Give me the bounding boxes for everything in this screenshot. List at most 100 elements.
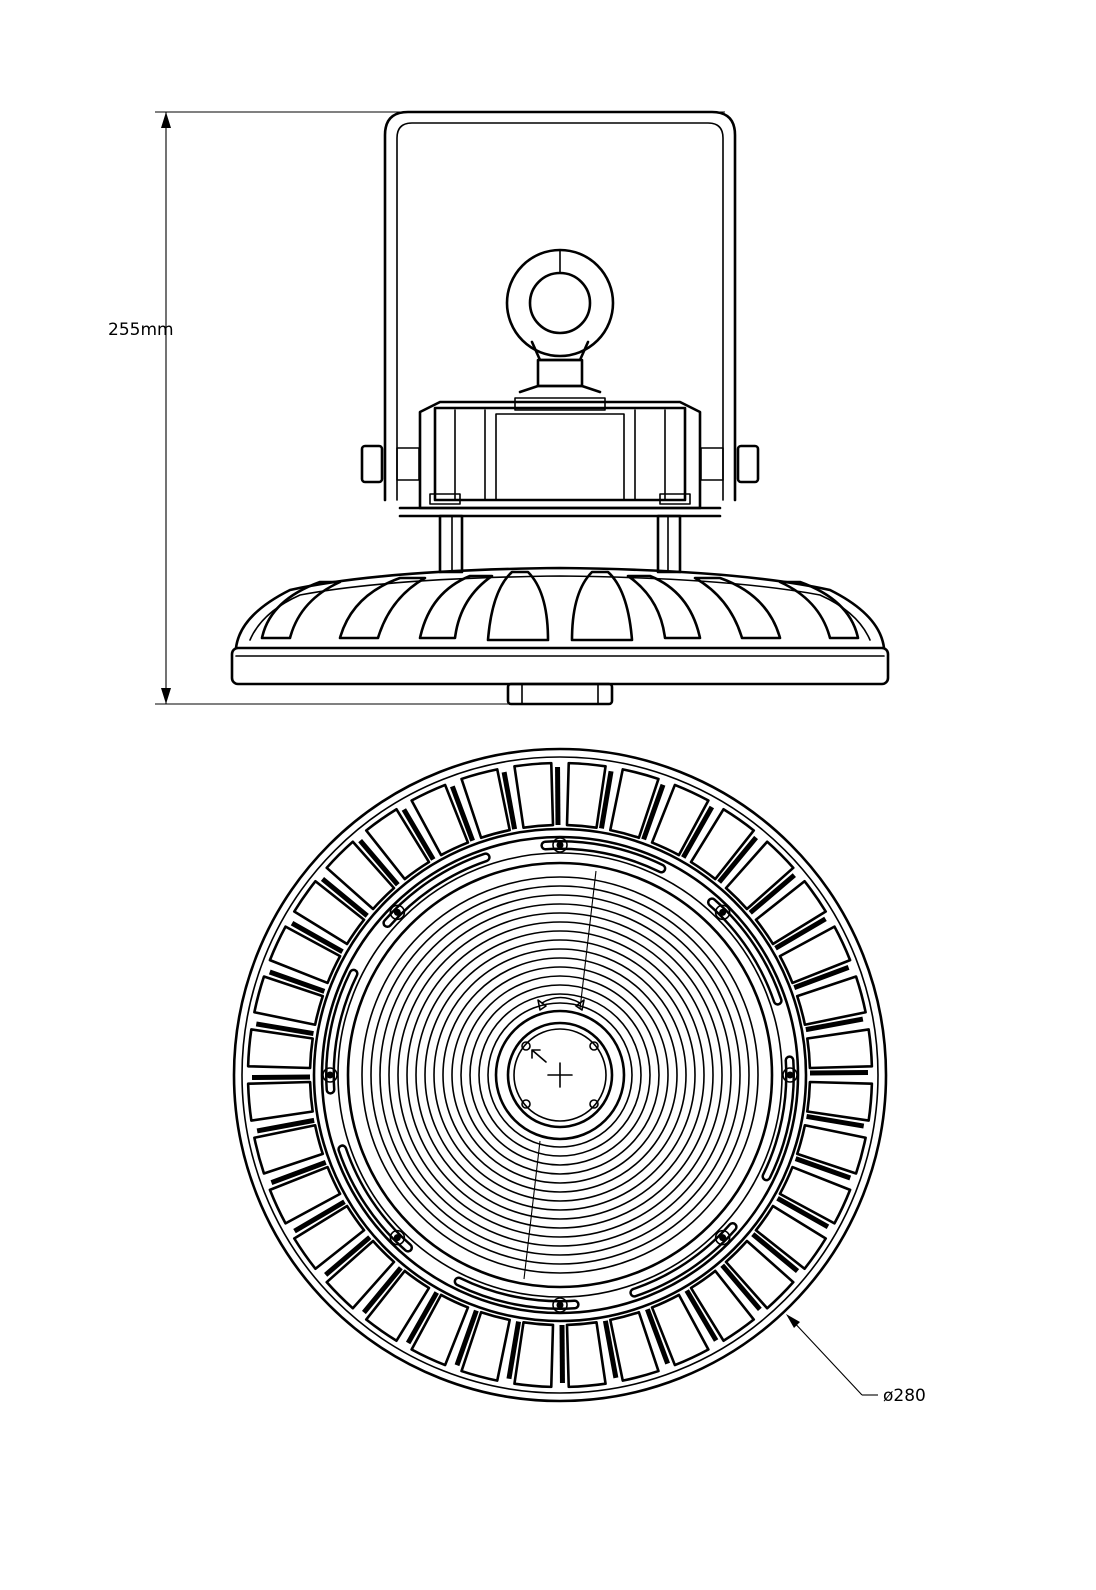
fin-cell: [724, 1239, 795, 1310]
lens-ring: [312, 827, 808, 1323]
fin-divider: [256, 1117, 315, 1134]
screw-head: [556, 1301, 564, 1309]
screw-icon: [714, 904, 731, 921]
fin-divider: [405, 1291, 439, 1345]
fin-cell: [689, 807, 756, 881]
outer-rim: [232, 747, 888, 1403]
fin-cell: [364, 1269, 431, 1343]
fresnel-lens: [361, 870, 759, 1280]
fin-divider: [776, 1196, 830, 1230]
fin-divider: [794, 1156, 852, 1181]
screw-icon: [552, 837, 568, 853]
fin-cell: [689, 1269, 756, 1343]
lens-ring: [487, 1002, 633, 1148]
screw-head: [719, 1234, 727, 1242]
lens-ring: [361, 876, 759, 1274]
fin-cell: [410, 783, 470, 857]
fin-cell: [608, 1310, 660, 1382]
screw-icon: [389, 1229, 406, 1246]
fin-cell: [460, 768, 512, 840]
fin-cell: [292, 879, 366, 946]
fin-cell: [565, 1321, 607, 1389]
fin-divider: [320, 876, 369, 918]
fin-divider: [717, 835, 759, 884]
screw-head: [393, 1234, 401, 1242]
fin-cell: [754, 879, 828, 946]
fin-cell: [806, 1028, 874, 1070]
fin-divider: [774, 916, 827, 951]
screw-head: [393, 908, 401, 916]
fin-divider: [270, 1160, 327, 1185]
lens-ring: [388, 903, 732, 1247]
lens-seam: [523, 1140, 541, 1280]
fin-divider: [358, 839, 400, 887]
lens-ring: [469, 984, 651, 1166]
lens-ring: [379, 894, 741, 1256]
height-label: 255mm: [108, 320, 174, 340]
screw-head: [556, 841, 564, 849]
fin-cell: [325, 1239, 396, 1310]
heatsink-body: [230, 566, 890, 706]
lens-ring: [433, 948, 687, 1202]
screw-head: [326, 1071, 334, 1079]
fin-cell: [268, 925, 342, 985]
lens-seam: [579, 870, 597, 1010]
fin-divider: [255, 1021, 314, 1037]
lens-ring: [415, 930, 705, 1220]
fin-cell: [513, 761, 555, 829]
fin-divider: [401, 808, 436, 861]
fin-cell: [364, 807, 431, 881]
fin-cell: [608, 768, 660, 840]
lens-ring: [370, 885, 750, 1265]
fin-cell: [292, 1204, 366, 1271]
fin-cell: [795, 975, 867, 1027]
screw-icon: [322, 1067, 338, 1083]
fin-divider: [290, 920, 344, 954]
fin-cell: [778, 1165, 852, 1225]
screw-head: [786, 1071, 794, 1079]
bottom-view: ø280: [232, 747, 926, 1406]
center-cap: [494, 996, 626, 1141]
lens-ring: [397, 912, 723, 1238]
fin-cell: [565, 761, 607, 829]
fin-cell: [325, 840, 396, 911]
fin-cell: [253, 975, 325, 1027]
lens-ring: [406, 921, 714, 1229]
side-view: 255mm: [108, 110, 890, 706]
fin-cell: [246, 1028, 314, 1070]
screw-head: [719, 908, 727, 916]
lens-ring: [478, 993, 642, 1157]
screw-icon: [552, 1297, 568, 1313]
heatsink-fin-ring: [246, 761, 874, 1389]
diameter-label: ø280: [883, 1386, 926, 1406]
fin-cell: [806, 1080, 874, 1122]
fin-cell: [246, 1080, 314, 1122]
screw-icon: [389, 904, 406, 921]
fin-cell: [253, 1123, 325, 1175]
lens-ring: [460, 975, 660, 1175]
fin-divider: [751, 1232, 800, 1274]
fin-divider: [684, 1289, 719, 1342]
fin-cell: [795, 1123, 867, 1175]
fin-divider: [454, 1309, 479, 1367]
screw-icon: [782, 1067, 798, 1083]
fin-cell: [460, 1310, 512, 1382]
fin-divider: [681, 805, 715, 859]
fin-cell: [650, 783, 710, 857]
fin-divider: [602, 1320, 619, 1379]
fin-divider: [361, 1266, 403, 1315]
driver-housing: [398, 397, 722, 574]
fin-divider: [268, 969, 326, 994]
fin-divider: [293, 1199, 346, 1234]
fin-divider: [806, 1113, 865, 1129]
fin-divider: [501, 771, 518, 830]
eye-bolt: [505, 248, 615, 394]
fin-cell: [410, 1293, 470, 1367]
fin-cell: [268, 1165, 342, 1225]
lens-ring: [424, 939, 696, 1211]
fin-divider: [793, 965, 850, 990]
fin-cell: [754, 1204, 828, 1271]
fin-divider: [598, 770, 614, 829]
mounting-bracket: [360, 110, 760, 502]
